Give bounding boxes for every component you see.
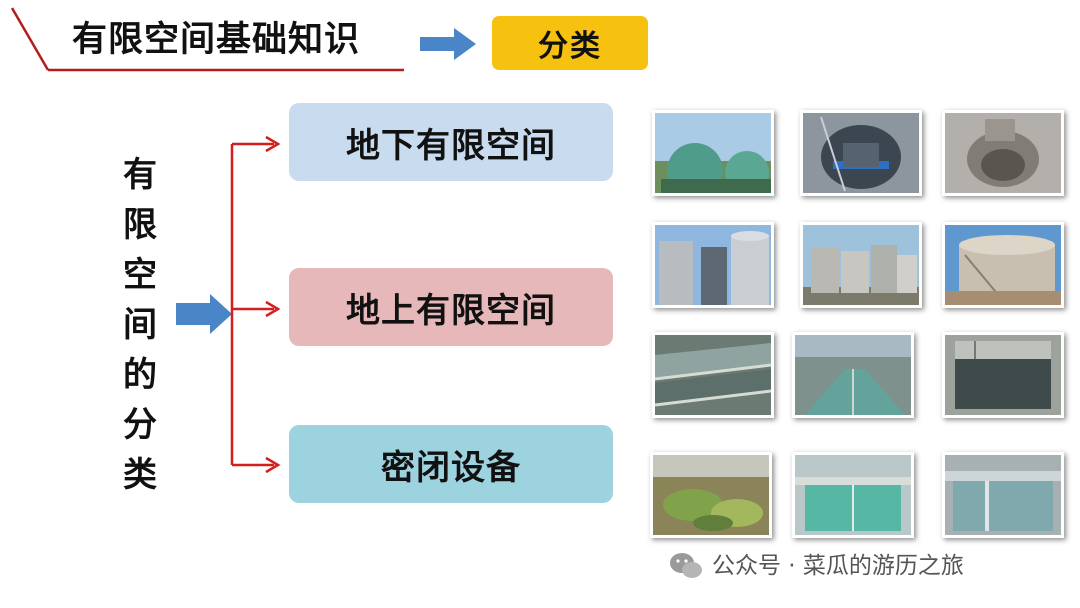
- vertical-title-char: 类: [123, 455, 157, 495]
- pit-shaft-photo: [800, 110, 922, 196]
- vertical-title-char: 空: [123, 255, 157, 295]
- vertical-title-char: 限: [123, 205, 157, 245]
- green-water-tank-photo: [792, 452, 914, 538]
- right-arrow-icon: [420, 28, 476, 60]
- page-title: 有限空间基础知识: [72, 20, 361, 60]
- storage-tank-photo: [942, 222, 1064, 308]
- blue-arrow-icon: [176, 294, 232, 334]
- vertical-title-char: 间: [123, 305, 157, 345]
- vertical-title: 有 限 空 间 的 分 类: [110, 150, 170, 500]
- vertical-title-char: 有: [123, 155, 157, 195]
- category-aboveground: 地上有限空间: [289, 268, 613, 346]
- wechat-icon: [670, 553, 702, 578]
- header-decoration: [10, 7, 404, 72]
- spherical-tanks-photo: [652, 110, 774, 196]
- watermark-text: 公众号 · 菜瓜的游历之旅: [712, 553, 964, 579]
- concrete-tank-photo: [942, 332, 1064, 418]
- category-closed-equipment: 密闭设备: [289, 425, 613, 503]
- vertical-title-char: 分: [123, 405, 157, 445]
- watermark: 公众号 · 菜瓜的游历之旅: [668, 548, 964, 584]
- category-underground: 地下有限空间: [289, 103, 613, 181]
- manhole-shaft-photo: [942, 110, 1064, 196]
- section-badge: 分类: [492, 16, 648, 70]
- aeration-basin-photo: [792, 332, 914, 418]
- sludge-pit-photo: [650, 452, 772, 538]
- category-connector: [176, 135, 281, 474]
- vertical-title-char: 的: [123, 355, 157, 395]
- water-treatment-pool-photo: [942, 452, 1064, 538]
- steel-tanks-photo: [800, 222, 922, 308]
- silo-tanks-photo: [652, 222, 774, 308]
- settling-basin-photo: [652, 332, 774, 418]
